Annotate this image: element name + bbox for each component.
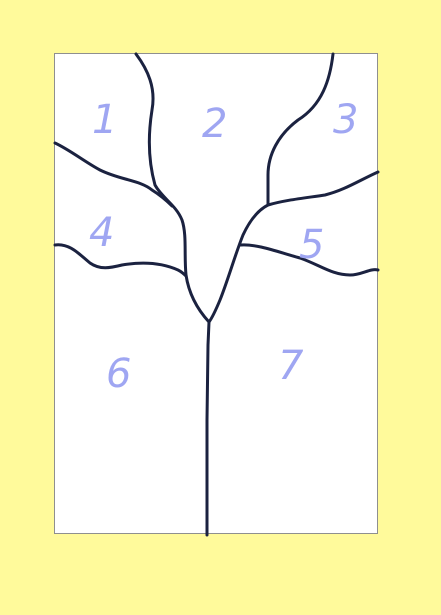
region-label-4: 4 — [89, 210, 114, 256]
branch-right-upper — [268, 172, 378, 205]
region-labels: 1 2 3 4 5 6 7 — [89, 97, 358, 397]
trunk-line — [207, 322, 209, 535]
region-label-3: 3 — [333, 97, 358, 143]
branch-left-upper — [55, 143, 172, 206]
region-label-2: 2 — [202, 101, 227, 147]
branch-left-lower — [55, 245, 186, 276]
region-label-7: 7 — [278, 343, 304, 389]
region-label-1: 1 — [92, 97, 117, 143]
region-label-6: 6 — [106, 351, 131, 397]
region-label-5: 5 — [299, 222, 324, 268]
right-inner-branch — [209, 54, 333, 322]
